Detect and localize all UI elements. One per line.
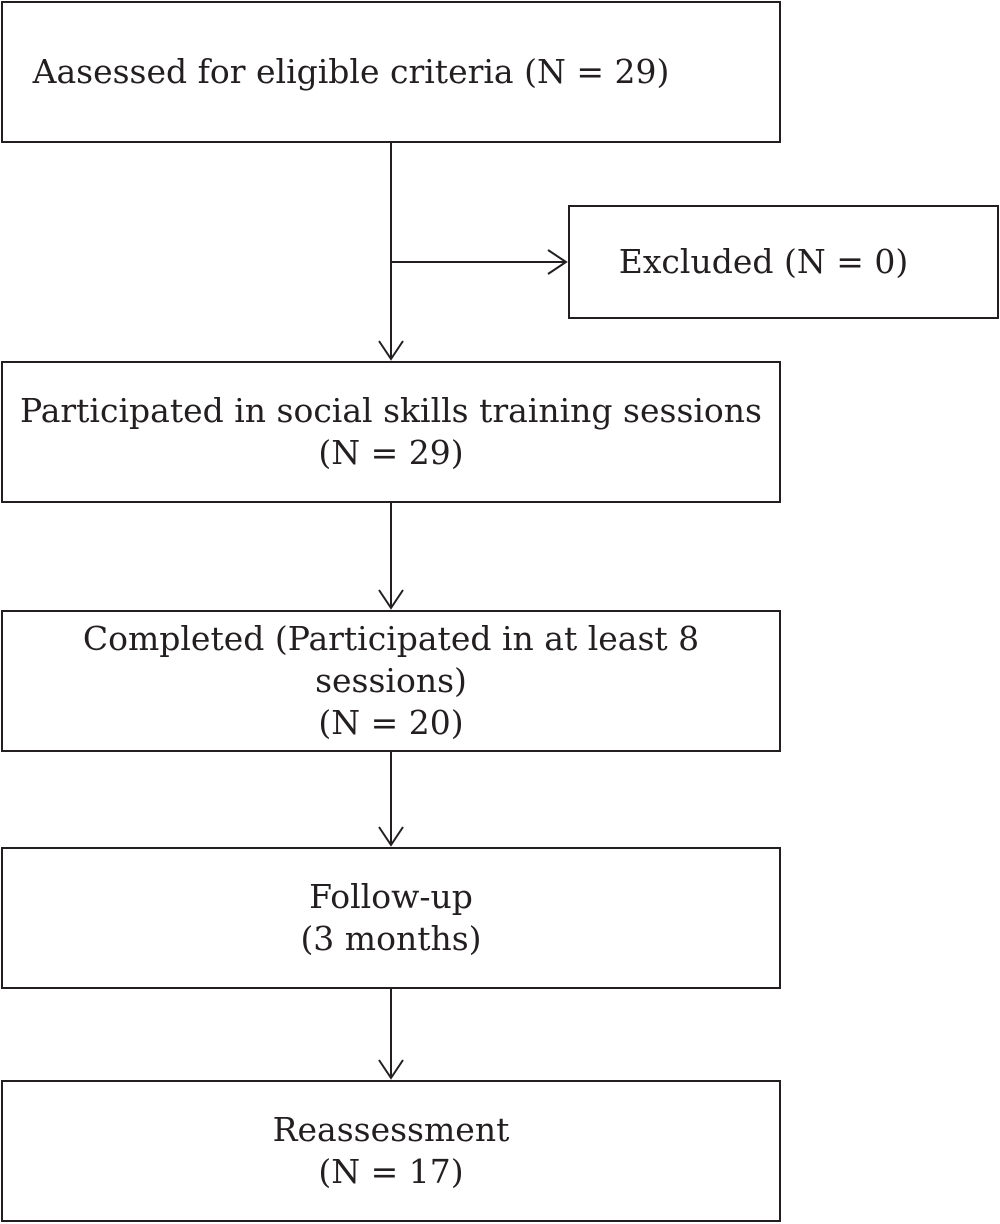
participated-box: Participated in social skills training s…	[1, 361, 781, 503]
arrowhead-participated	[378, 340, 404, 361]
completed-label: Completed (Participated in at least 8 se…	[82, 619, 700, 700]
completed-box: Completed (Participated in at least 8 se…	[1, 610, 781, 752]
arrowhead-reassessment	[378, 1059, 404, 1080]
arrowhead-excluded	[547, 249, 568, 275]
reassessment-label: Reassessment	[272, 1110, 510, 1149]
reassessment-box: Reassessment (N = 17)	[1, 1080, 781, 1222]
participated-count: (N = 29)	[318, 433, 464, 472]
arrowhead-followup	[378, 826, 404, 847]
followup-label: Follow-up	[309, 877, 473, 916]
assessed-box: Aasessed for eligible criteria (N = 29)	[1, 1, 781, 143]
completed-count: (N = 20)	[318, 703, 464, 742]
excluded-box: Excluded (N = 0)	[568, 205, 999, 319]
participated-label: Participated in social skills training s…	[20, 391, 762, 430]
assessed-label: Aasessed for eligible criteria (N = 29)	[32, 52, 670, 91]
reassessment-count: (N = 17)	[318, 1152, 464, 1191]
followup-box: Follow-up (3 months)	[1, 847, 781, 989]
arrowhead-completed	[378, 589, 404, 610]
excluded-label: Excluded (N = 0)	[618, 242, 909, 281]
followup-duration: (3 months)	[300, 919, 482, 958]
